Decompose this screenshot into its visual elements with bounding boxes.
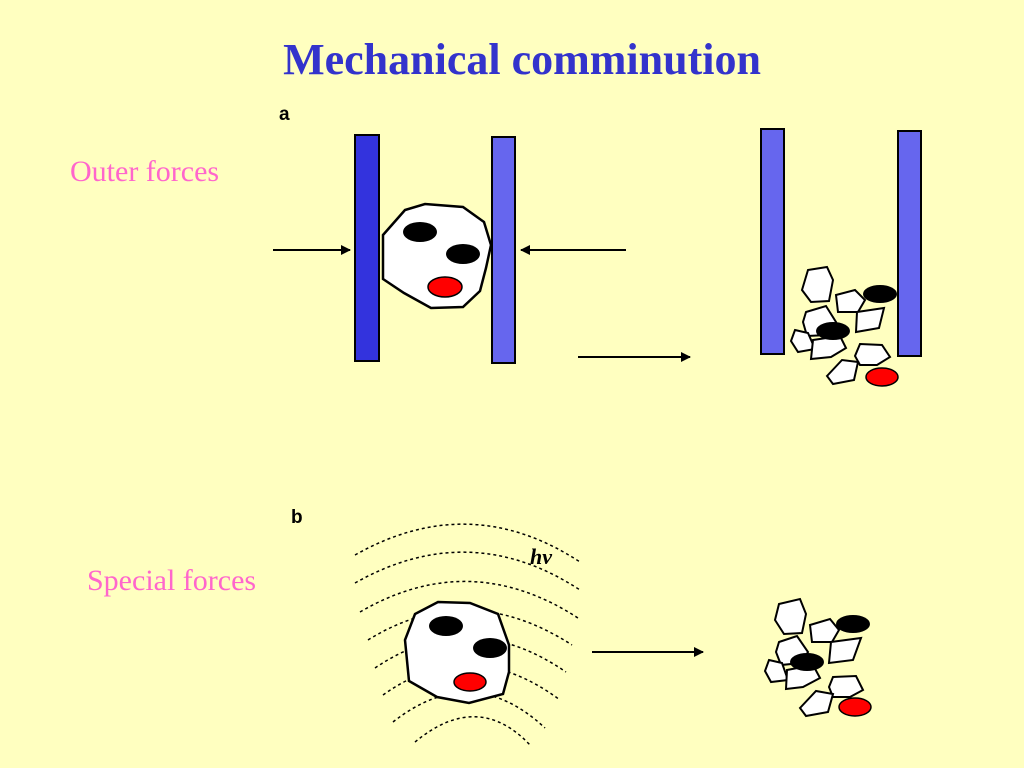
whole-particle-a (381, 202, 493, 310)
red-inclusion (453, 672, 487, 692)
panel-b-letter: b (291, 507, 303, 528)
left-plate (354, 134, 380, 362)
fragment (834, 288, 867, 313)
fragment (808, 617, 841, 643)
dark-inclusion (863, 285, 897, 303)
right-plate (491, 136, 516, 364)
radiation-symbol: hν (530, 544, 552, 569)
fragments-a (789, 265, 892, 386)
outer-forces-label: Outer forces (70, 155, 220, 188)
slide-title: Mechanical comminution (283, 35, 761, 84)
dark-inclusion (790, 653, 824, 671)
fragment (825, 358, 860, 386)
fragment (853, 342, 892, 366)
fragment (827, 674, 865, 698)
dark-inclusion (816, 322, 850, 340)
dark-inclusion (403, 222, 437, 242)
fragments-b (763, 597, 865, 718)
whole-particle-b (403, 600, 511, 705)
dark-inclusion (429, 616, 463, 636)
fragment (798, 689, 835, 718)
dark-inclusion (446, 244, 480, 264)
red-inclusion (838, 697, 872, 717)
fragment (763, 658, 790, 684)
fragment (827, 636, 863, 665)
fragment (773, 597, 808, 636)
fragment (800, 265, 835, 304)
special-forces-label: Special forces (87, 564, 257, 597)
red-inclusion (865, 367, 899, 387)
panel-a-letter: a (279, 104, 290, 125)
red-inclusion (427, 276, 463, 298)
left-plate-after (760, 128, 785, 355)
fragment (789, 328, 817, 354)
right-plate-after (897, 130, 922, 357)
dark-inclusion (836, 615, 870, 633)
fragment (854, 306, 886, 334)
dark-inclusion (473, 638, 507, 658)
